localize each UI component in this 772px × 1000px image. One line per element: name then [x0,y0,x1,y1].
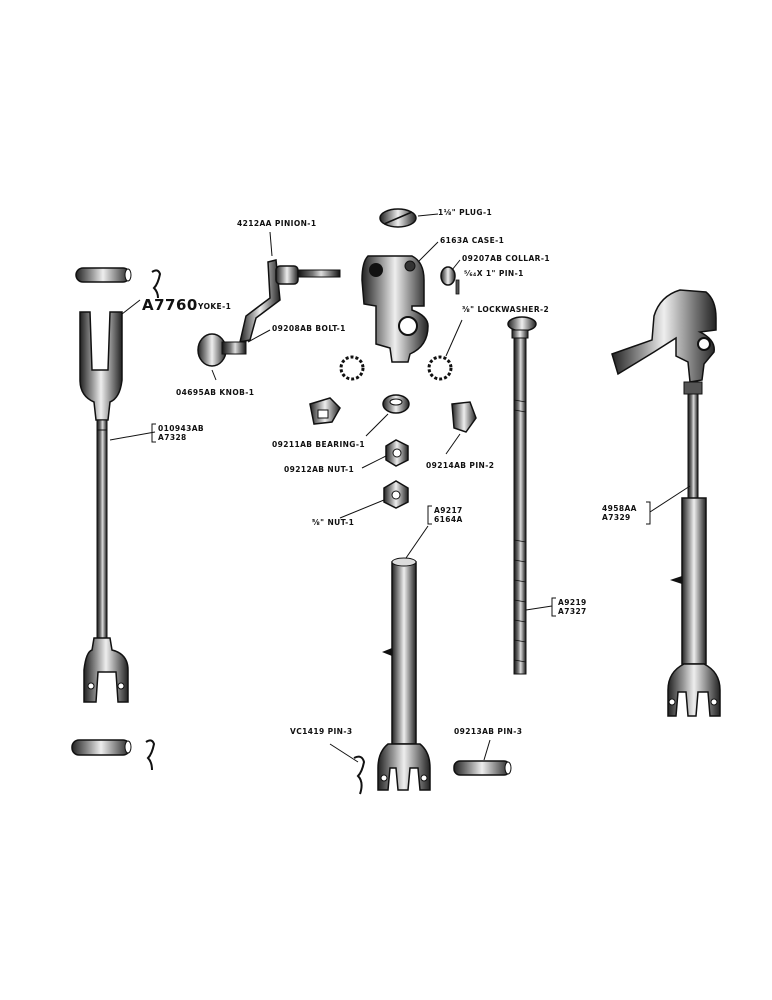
label-tube-alt: 6164A [434,515,463,524]
label-nut-2: ⅝" NUT-1 [312,518,355,527]
case-icon [361,255,429,363]
long-bolt-icon [507,316,537,675]
label-left-rod: 010943AB A7328 [158,424,204,442]
label-left-rod-part: 010943AB [158,424,205,433]
left-adjusting-rod-icon [79,311,129,703]
label-pinion: 4212AA PINION-1 [237,219,317,228]
small-pin-icon [455,279,460,295]
bracket-long-bolt [551,597,556,617]
label-long-bolt-part: A9219 [558,598,587,607]
label-long-bolt: A9219 A7327 [558,598,587,616]
label-lockwasher: ⅜" LOCKWASHER-2 [462,305,550,314]
pin-top-left-icon [75,267,132,283]
lockwasher-right-icon [427,355,453,381]
label-pin-vc: VC1419 PIN-3 [290,727,353,736]
label-knob: 04695AB KNOB-1 [176,388,255,397]
label-small-pin: ⁵⁄₆₄X 1" PIN-1 [464,269,524,278]
label-long-bolt-alt: A7327 [558,607,587,616]
bracket-right-rod [646,501,651,525]
nut-1-icon [385,439,409,467]
cotter-pin-bottom-left-icon [145,739,156,771]
right-rod-assembly-icon [611,289,721,717]
label-bolt: 09208AB BOLT-1 [272,324,346,333]
label-nut-1: 09212AB NUT-1 [284,465,355,474]
label-yoke-code: A7760 [142,296,198,314]
cotter-pin-vc-icon [353,755,366,795]
label-left-rod-alt: A7328 [158,433,187,442]
pin-09213-icon [453,760,512,776]
label-collar: 09207AB COLLAR-1 [462,254,550,263]
bearing-icon [382,394,410,414]
bracket-tube [427,505,432,525]
plug-icon [379,208,417,228]
label-tube-part: A9217 [434,506,463,515]
label-pin-09213: 09213AB PIN-3 [454,727,523,736]
label-right-rod-alt: A7329 [602,513,631,522]
label-yoke: YOKE-1 [198,302,232,311]
center-tube-icon [377,557,431,791]
label-right-rod-part: 4958AA [602,504,637,513]
knob-icon [197,333,247,367]
collar-icon [440,266,456,286]
pin-bottom-left-icon [71,739,132,756]
bracket-left-rod [151,423,156,443]
bolt-left-icon [309,397,341,425]
label-tube: A9217 6164A [434,506,463,524]
label-bearing: 09211AB BEARING-1 [272,440,365,449]
cotter-pin-top-left-icon [151,269,162,299]
label-pin-2: 09214AB PIN-2 [426,461,495,470]
nut-2-icon [383,480,409,509]
label-right-rod: 4958AA A7329 [602,504,637,522]
label-case: 6163A CASE-1 [440,236,505,245]
pin-2-icon [451,401,477,433]
pinion-icon [239,259,341,343]
lockwasher-left-icon [339,355,365,381]
label-plug: 1⅛" PLUG-1 [438,208,493,217]
